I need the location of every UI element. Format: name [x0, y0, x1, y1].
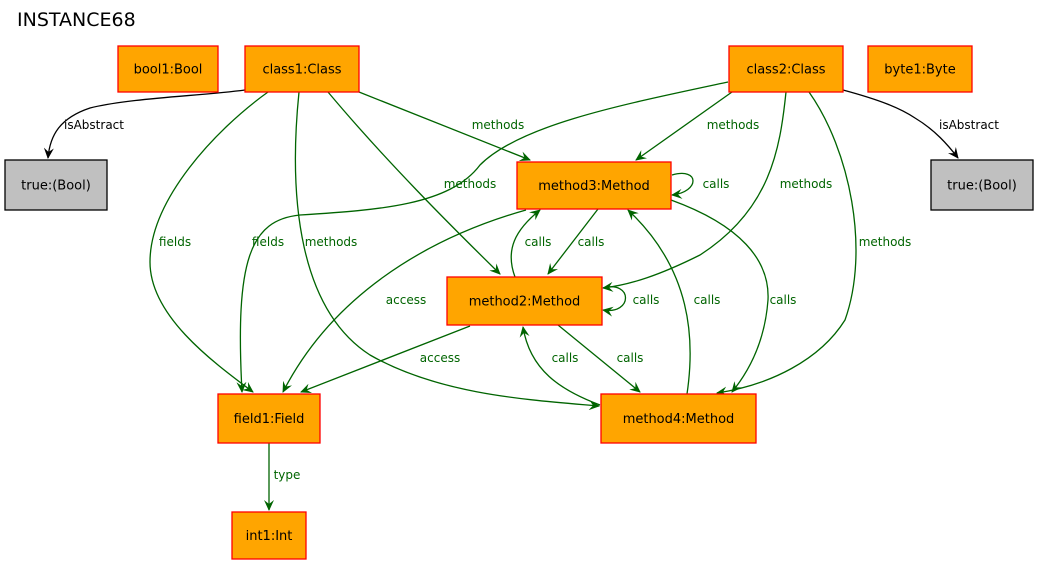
edge-method2-to-method3-calls: calls	[510, 209, 552, 278]
edge-line	[510, 209, 541, 278]
edge-class2-to-method4-methods: methods	[716, 91, 912, 397]
edge-label: access	[386, 293, 426, 307]
node-box	[600, 393, 757, 444]
node-box	[446, 276, 603, 326]
edge-method3-to-method3-calls: calls	[671, 172, 730, 199]
edge-label: methods	[859, 235, 912, 249]
node-box	[117, 45, 219, 93]
edge-method3-to-method2-calls: calls	[547, 208, 605, 275]
node-bool1: bool1:Bool	[117, 45, 219, 93]
edge-label: calls	[552, 351, 579, 365]
edge-class2-to-true2-isAbstract: isAbstract	[842, 89, 999, 159]
edge-label: calls	[578, 235, 605, 249]
node-label: true:(Bool)	[947, 179, 1017, 194]
node-label: true:(Bool)	[21, 179, 91, 194]
edge-line	[602, 286, 627, 317]
node-label: field1:Field	[234, 412, 305, 427]
diagram-title: INSTANCE68	[17, 9, 136, 31]
node-byte1: byte1:Byte	[867, 45, 973, 93]
edge-label: methods	[305, 235, 358, 249]
edge-class1-to-method4-methods: methods	[294, 91, 600, 411]
node-label: int1:Int	[246, 529, 293, 544]
edge-label: methods	[472, 118, 525, 132]
node-box	[930, 159, 1034, 211]
node-box	[217, 393, 321, 444]
edge-label: methods	[707, 118, 760, 132]
edge-class1-to-field1-fields: fields	[149, 91, 269, 393]
edge-label: calls	[633, 293, 660, 307]
edge-line	[519, 326, 601, 406]
edge-line	[294, 91, 600, 411]
edge-label: fields	[159, 235, 191, 249]
edge-label: type	[274, 468, 301, 482]
node-box	[516, 161, 672, 210]
edge-line	[547, 208, 599, 275]
node-method4: method4:Method	[600, 393, 757, 444]
edge-line	[300, 325, 471, 394]
edge-line	[43, 89, 246, 159]
edge-class2-to-method3-methods: methods	[635, 91, 760, 161]
edge-label: methods	[444, 177, 497, 191]
edge-method2-to-method2-calls: calls	[602, 286, 660, 317]
edge-class2-to-method2-methods: methods	[602, 91, 833, 292]
node-class2: class2:Class	[728, 45, 844, 93]
edge-line	[670, 199, 769, 393]
edge-label: calls	[770, 293, 797, 307]
edge-class2-to-field1-fields: fields	[236, 81, 729, 393]
node-box	[231, 511, 307, 560]
edge-method2-to-field1-access: access	[300, 325, 471, 394]
edge-method3-to-method4-calls: calls	[670, 199, 797, 393]
edge-label: isAbstract	[64, 118, 124, 132]
edge-line	[842, 89, 959, 159]
edge-method4-to-method2-calls: calls	[519, 326, 601, 406]
edge-label: isAbstract	[939, 118, 999, 132]
node-box	[4, 159, 108, 211]
node-label: method4:Method	[623, 412, 735, 427]
node-label: class2:Class	[746, 63, 825, 78]
edge-line	[635, 91, 733, 161]
edge-line	[282, 209, 527, 393]
edge-line	[236, 81, 729, 393]
node-class1: class1:Class	[244, 45, 360, 93]
edge-method4-to-method3-calls: calls	[627, 209, 721, 395]
node-method2: method2:Method	[446, 276, 603, 326]
edge-label: methods	[780, 177, 833, 191]
edge-label: access	[420, 351, 460, 365]
edge-method3-to-field1-access: access	[282, 209, 527, 393]
node-label: method3:Method	[538, 179, 650, 194]
edge-line	[149, 91, 269, 393]
edge-line	[327, 91, 501, 275]
edge-line	[557, 324, 641, 393]
node-label: class1:Class	[262, 63, 341, 78]
node-field1: field1:Field	[217, 393, 321, 444]
edge-class1-to-method3-methods: methods	[358, 91, 531, 161]
edge-label: calls	[525, 235, 552, 249]
edge-line	[627, 209, 691, 395]
node-label: bool1:Bool	[134, 63, 203, 78]
edge-class1-to-true1-isAbstract: isAbstract	[43, 89, 246, 159]
node-method3: method3:Method	[516, 161, 672, 210]
edge-method2-to-method4-calls: calls	[557, 324, 644, 393]
edge-field1-to-int1-type: type	[264, 443, 301, 511]
edge-label: calls	[617, 351, 644, 365]
edge-label: calls	[703, 177, 730, 191]
node-label: method2:Method	[469, 295, 581, 310]
edge-line	[716, 91, 857, 397]
edge-line	[602, 91, 787, 292]
node-box	[728, 45, 844, 93]
node-label: byte1:Byte	[884, 63, 955, 78]
node-true1: true:(Bool)	[4, 159, 108, 211]
node-int1: int1:Int	[231, 511, 307, 560]
nodes-layer: bool1:Bool class1:Class class2:Class byte1:…	[4, 45, 1034, 560]
edge-line	[671, 172, 694, 199]
node-true2: true:(Bool)	[930, 159, 1034, 211]
node-box	[867, 45, 973, 93]
edges-layer: isAbstract isAbstract methods methods method…	[43, 81, 999, 511]
node-box	[244, 45, 360, 93]
edge-label: calls	[694, 293, 721, 307]
edge-class1-to-method2-methods: methods	[327, 91, 501, 275]
edge-label: fields	[252, 235, 284, 249]
